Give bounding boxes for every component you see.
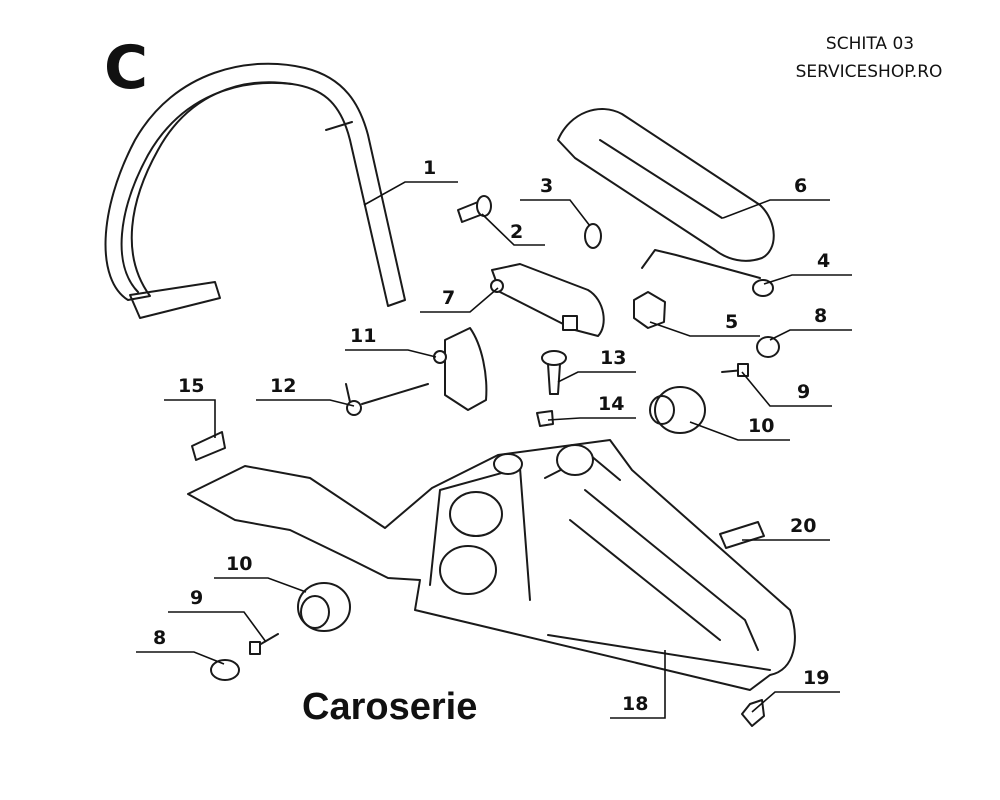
callout-10-lower: 10 xyxy=(226,553,252,575)
callout-12: 12 xyxy=(270,375,296,397)
part-clip xyxy=(191,431,226,461)
callout-4: 4 xyxy=(817,250,830,272)
callout-8: 8 xyxy=(814,305,827,327)
callout-20: 20 xyxy=(790,515,816,537)
callout-15: 15 xyxy=(178,375,204,397)
callout-3: 3 xyxy=(540,175,553,197)
part-side-plate xyxy=(490,263,605,337)
callout-9: 9 xyxy=(797,381,810,403)
source-site: SERVICESHOP.RO xyxy=(795,62,943,82)
callout-14: 14 xyxy=(598,393,624,415)
part-nut xyxy=(536,410,554,427)
part-front-handle xyxy=(104,62,406,319)
callout-10: 10 xyxy=(748,415,774,437)
callout-6: 6 xyxy=(794,175,807,197)
sheet-title: SCHITA 03 xyxy=(825,34,915,54)
callout-9-lower: 9 xyxy=(190,587,203,609)
part-block xyxy=(633,291,666,329)
part-top-cover xyxy=(557,108,775,262)
part-cap-lower xyxy=(210,659,240,681)
callout-labels: 1 2 3 4 5 6 7 8 9 10 11 12 13 14 15 18 1… xyxy=(153,157,830,715)
part-damper-lower xyxy=(297,582,351,632)
callout-18: 18 xyxy=(622,693,648,715)
leader-lines xyxy=(136,181,852,719)
callout-5: 5 xyxy=(725,311,738,333)
part-trigger xyxy=(433,327,488,411)
callout-1: 1 xyxy=(423,157,436,179)
callout-8-lower: 8 xyxy=(153,627,166,649)
part-screw-upper xyxy=(721,363,749,377)
part-spring xyxy=(345,383,429,416)
part-housing xyxy=(187,439,796,691)
part-damper-upper xyxy=(649,386,706,434)
callout-7: 7 xyxy=(442,287,455,309)
part-stud xyxy=(541,350,567,395)
part-screw-lower xyxy=(249,633,279,655)
part-washer xyxy=(584,223,602,249)
part-pin-20 xyxy=(719,521,765,549)
part-cap-upper xyxy=(756,336,780,358)
section-letter: C xyxy=(104,33,149,103)
callout-2: 2 xyxy=(510,221,523,243)
callout-11: 11 xyxy=(350,325,376,347)
diagram-caption: Caroserie xyxy=(302,686,478,728)
part-throttle-rod xyxy=(641,249,774,297)
callout-19: 19 xyxy=(803,667,829,689)
callout-13: 13 xyxy=(600,347,626,369)
